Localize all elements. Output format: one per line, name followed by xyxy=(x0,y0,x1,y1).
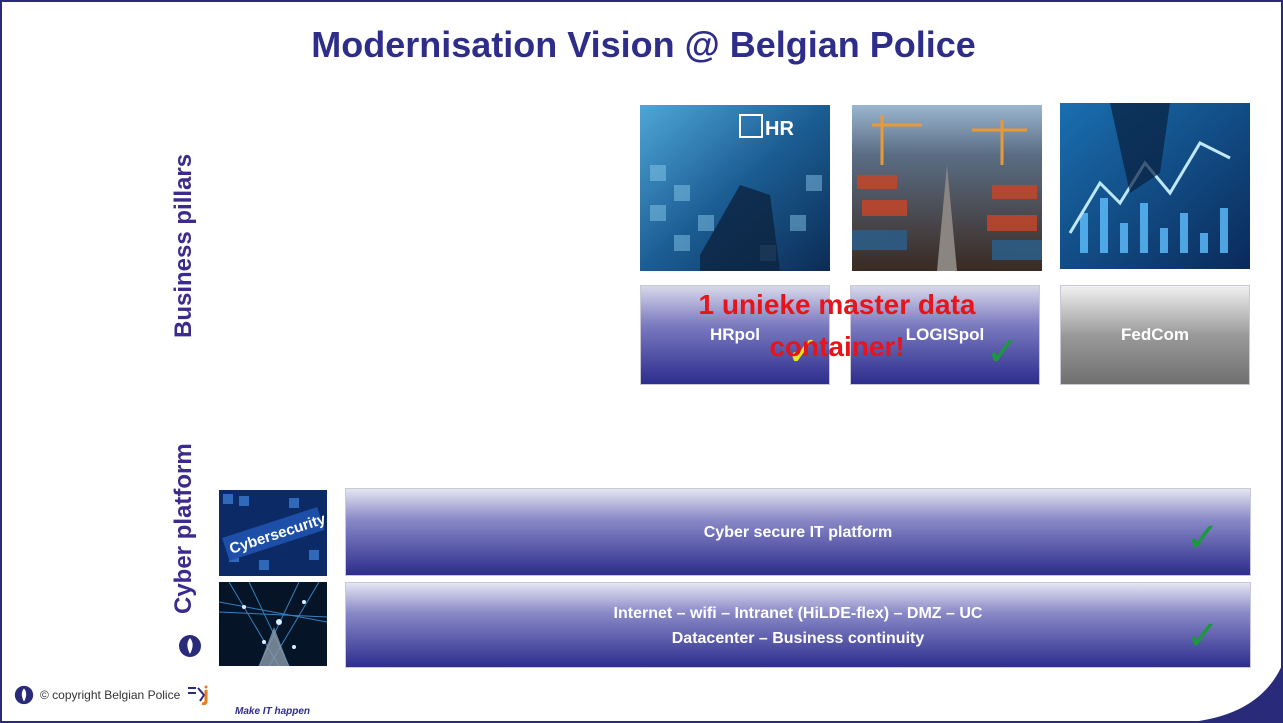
cyber-platform-label: Cyber platform xyxy=(170,443,197,614)
copyright-text: © copyright Belgian Police xyxy=(40,688,181,702)
infrastructure-line1: Internet – wifi – Intranet (HiLDE-flex) … xyxy=(613,605,983,622)
cyber-platform-check-icon: ✓ xyxy=(1186,516,1220,560)
infrastructure-bar[interactable]: Internet – wifi – Intranet (HiLDE-flex) … xyxy=(345,582,1251,668)
cybersecurity-image: Cybersecurity xyxy=(219,490,327,576)
tagline: Make IT happen xyxy=(235,706,311,717)
hr-overlay-text: HR xyxy=(765,118,794,140)
cyber-platform-bar-label: Cyber secure IT platform xyxy=(703,524,893,541)
logispol-check-icon: ✓ xyxy=(986,330,1020,374)
police-flame-icon xyxy=(14,685,34,705)
hr-pillar-image: HR xyxy=(640,105,830,271)
footer: © copyright Belgian Police xyxy=(14,685,212,705)
network-cables-image xyxy=(219,582,327,666)
finance-pillar-image xyxy=(1060,103,1250,269)
logistics-pillar-image xyxy=(852,105,1042,271)
corner-band xyxy=(1198,667,1281,721)
master-data-statement: 1 unieke master data container! xyxy=(602,284,1072,368)
business-pillars-label: Business pillars xyxy=(170,153,197,338)
slide-title: Modernisation Vision @ Belgian Police xyxy=(311,24,976,65)
pillar-fedcom[interactable]: FedCom xyxy=(1060,285,1250,385)
cyber-platform-bar[interactable]: Cyber secure IT platform xyxy=(345,488,1251,576)
make-it-happen-logo xyxy=(188,685,208,705)
infrastructure-check-icon: ✓ xyxy=(1186,614,1220,658)
infrastructure-line2: Datacenter – Business continuity xyxy=(671,630,925,647)
hrpol-check-icon: ✓ xyxy=(786,330,820,374)
pillar-logispol[interactable]: LOGISpol xyxy=(850,285,1040,385)
pillar-fedcom-label: FedCom xyxy=(1121,325,1189,344)
police-flame-logo xyxy=(179,635,201,657)
master-data-line2: container! xyxy=(769,331,905,362)
pillar-logispol-label: LOGISpol xyxy=(905,325,985,344)
master-data-line1: 1 unieke master data xyxy=(698,289,976,320)
pillar-hrpol-label: HRpol xyxy=(709,325,761,344)
pillar-hrpol[interactable]: HRpol xyxy=(640,285,830,385)
